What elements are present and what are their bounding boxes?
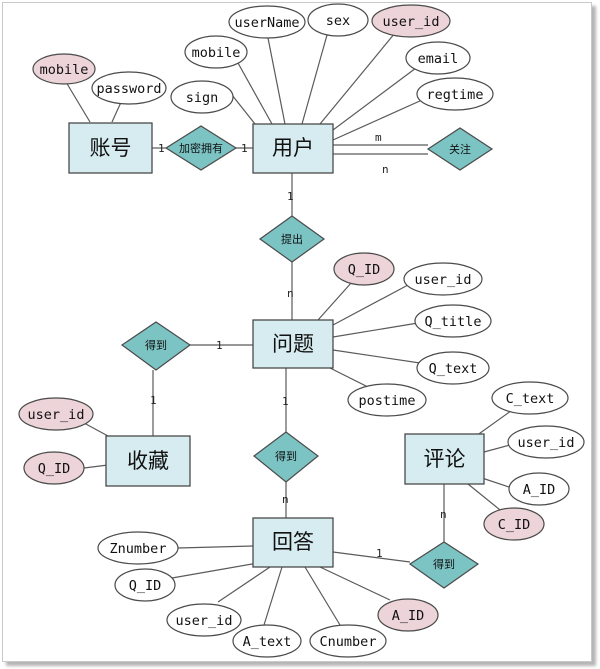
attr-comment-user-id: user_id bbox=[507, 425, 585, 459]
svg-text:user_id: user_id bbox=[518, 435, 575, 451]
svg-text:加密拥有: 加密拥有 bbox=[179, 141, 223, 155]
relationship-get-answer: 得到 bbox=[253, 431, 319, 483]
attr-user-id: user_id bbox=[371, 4, 451, 38]
svg-text:password: password bbox=[96, 81, 161, 97]
attr-answer-user-id: user_id bbox=[166, 603, 242, 637]
svg-text:回答: 回答 bbox=[272, 530, 314, 554]
svg-text:收藏: 收藏 bbox=[127, 449, 169, 473]
svg-text:user_id: user_id bbox=[176, 613, 233, 629]
svg-text:mobile: mobile bbox=[192, 45, 241, 61]
svg-text:A_ID: A_ID bbox=[392, 608, 425, 624]
svg-text:问题: 问题 bbox=[272, 332, 314, 356]
svg-text:Cnumber: Cnumber bbox=[320, 634, 377, 650]
card-com-answer: 1 bbox=[376, 547, 383, 560]
svg-text:regtime: regtime bbox=[427, 87, 484, 103]
cardinality-labels: 1 1 m n 1 n 1 1 1 n 1 n bbox=[150, 131, 447, 560]
card-own-account: 1 bbox=[158, 142, 165, 155]
card-fav-favorite: 1 bbox=[150, 394, 157, 407]
card-follow-m: m bbox=[375, 131, 382, 144]
svg-text:mobile: mobile bbox=[40, 62, 89, 78]
svg-text:提出: 提出 bbox=[281, 232, 303, 246]
attr-account-password: password bbox=[91, 71, 167, 105]
attr-answer-id: A_ID bbox=[377, 598, 439, 632]
attr-favorite-question-id: Q_ID bbox=[23, 451, 85, 485]
relationship-get-favorite: 得到 bbox=[120, 321, 192, 371]
card-fav-question: 1 bbox=[216, 339, 223, 352]
svg-text:postime: postime bbox=[359, 393, 416, 409]
svg-text:Q_title: Q_title bbox=[425, 314, 482, 330]
attr-question-id: Q_ID bbox=[333, 252, 395, 286]
attr-user-name: userName bbox=[228, 5, 306, 39]
attr-user-regtime: regtime bbox=[416, 77, 494, 111]
svg-text:Q_text: Q_text bbox=[429, 361, 478, 377]
card-ask-question: n bbox=[287, 287, 294, 300]
attr-comment-text: C_text bbox=[491, 381, 569, 415]
entity-user: 用户 bbox=[252, 123, 334, 174]
card-com-comment: n bbox=[440, 508, 447, 521]
attr-answer-znumber: Znumber bbox=[97, 531, 179, 565]
entity-question: 问题 bbox=[252, 319, 334, 369]
svg-text:用户: 用户 bbox=[272, 136, 314, 160]
svg-text:得到: 得到 bbox=[145, 339, 167, 352]
attr-answer-cnumber: Cnumber bbox=[309, 624, 387, 658]
svg-text:user_id: user_id bbox=[28, 407, 85, 423]
svg-text:评论: 评论 bbox=[424, 447, 466, 471]
attr-user-sex: sex bbox=[307, 3, 369, 37]
svg-text:Q_ID: Q_ID bbox=[348, 262, 381, 278]
svg-text:user_id: user_id bbox=[383, 14, 440, 30]
svg-text:账号: 账号 bbox=[90, 136, 132, 160]
svg-text:得到: 得到 bbox=[275, 450, 297, 463]
attr-user-sign: sign bbox=[170, 80, 234, 114]
entity-comment: 评论 bbox=[404, 433, 485, 485]
svg-text:Q_ID: Q_ID bbox=[38, 461, 71, 477]
svg-text:C_ID: C_ID bbox=[498, 517, 531, 533]
attr-answer-text: A_text bbox=[232, 624, 302, 658]
attr-question-title: Q_title bbox=[414, 304, 492, 338]
card-ask-user: 1 bbox=[287, 190, 294, 203]
entity-answer: 回答 bbox=[252, 517, 334, 568]
svg-text:Q_ID: Q_ID bbox=[129, 578, 162, 594]
card-follow-n: n bbox=[382, 163, 389, 176]
svg-text:user_id: user_id bbox=[415, 272, 472, 288]
attr-question-postime: postime bbox=[347, 383, 427, 417]
attr-user-email: email bbox=[405, 41, 471, 75]
card-ans-question: 1 bbox=[282, 395, 289, 408]
relationship-follow: 关注 bbox=[426, 127, 494, 171]
attr-question-user-id: user_id bbox=[403, 262, 483, 296]
svg-text:A_ID: A_ID bbox=[523, 482, 556, 498]
svg-text:sex: sex bbox=[326, 13, 350, 29]
svg-text:email: email bbox=[418, 51, 459, 67]
relationship-get-comment: 得到 bbox=[408, 541, 480, 589]
attr-favorite-user-id: user_id bbox=[18, 397, 94, 431]
attr-comment-answer-id: A_ID bbox=[508, 472, 570, 506]
attr-question-text: Q_text bbox=[416, 351, 490, 385]
svg-text:sign: sign bbox=[186, 90, 219, 106]
svg-text:C_text: C_text bbox=[506, 391, 555, 407]
card-ans-answer: n bbox=[282, 493, 289, 506]
attr-account-mobile: mobile bbox=[32, 53, 96, 85]
svg-text:关注: 关注 bbox=[449, 142, 471, 156]
card-own-user: 1 bbox=[241, 142, 248, 155]
attr-user-mobile: mobile bbox=[184, 35, 248, 69]
svg-text:userName: userName bbox=[234, 15, 299, 31]
relationship-own: 加密拥有 bbox=[164, 125, 238, 171]
svg-text:A_text: A_text bbox=[243, 634, 292, 650]
relationship-ask: 提出 bbox=[258, 215, 326, 263]
entity-account: 账号 bbox=[68, 122, 153, 174]
attr-comment-id: C_ID bbox=[483, 507, 545, 541]
svg-text:Znumber: Znumber bbox=[110, 541, 167, 557]
entity-favorite: 收藏 bbox=[105, 435, 191, 487]
attr-answer-question-id: Q_ID bbox=[114, 568, 176, 602]
connectors bbox=[65, 32, 516, 626]
svg-text:得到: 得到 bbox=[433, 558, 455, 571]
